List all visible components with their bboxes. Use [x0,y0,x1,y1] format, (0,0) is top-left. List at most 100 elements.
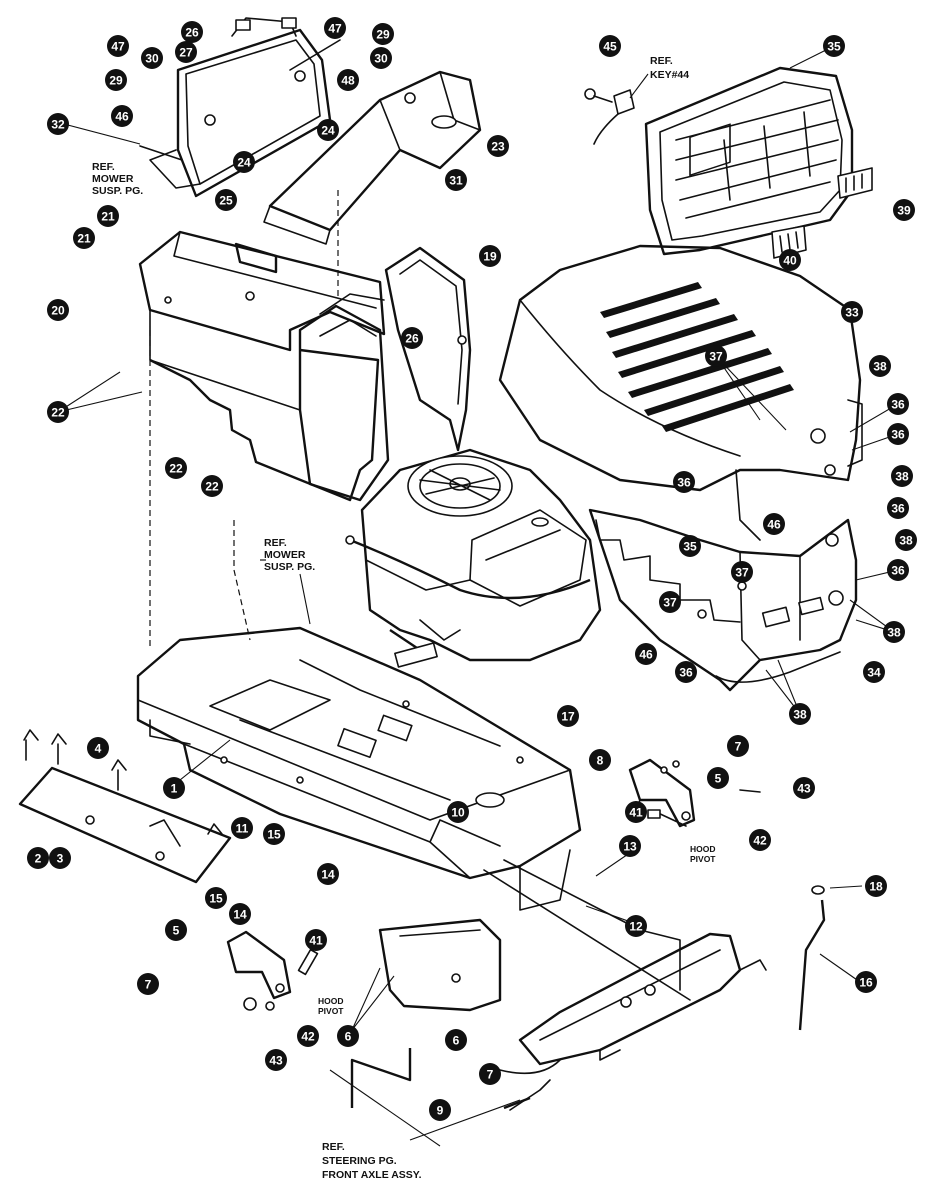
hood [498,244,863,541]
callout-circle [887,423,909,445]
callout-number: 34 [867,666,881,680]
callout-circle [163,777,185,799]
callout-number: 37 [663,596,677,610]
callout-circle [297,1025,319,1047]
callout-31: 31 [445,169,467,191]
callout-number: 14 [321,868,335,882]
callout-number: 1 [171,782,178,796]
note-line: REF. [264,537,287,549]
callout-38: 38 [891,465,913,487]
callout-circle [487,135,509,157]
callout-circle [87,737,109,759]
callout-number: 37 [709,350,723,364]
callout-29: 29 [372,23,394,45]
callout-10: 10 [447,801,469,823]
callout-23: 23 [487,135,509,157]
callout-circle [372,23,394,45]
callout-number: 22 [205,480,219,494]
hood-vents [600,282,794,432]
callout-circle [557,705,579,727]
callout-41: 41 [305,929,327,951]
callout-number: 5 [715,772,722,786]
callout-number: 46 [767,518,781,532]
footrest-plate [18,729,232,884]
front-axle [350,859,826,1111]
callout-number: 27 [179,46,193,60]
callout-number: 17 [561,710,575,724]
callout-circle [181,21,203,43]
grille-nose [584,66,873,259]
callout-number: 36 [891,398,905,412]
callout-number: 10 [451,806,465,820]
callout-number: 32 [51,118,65,132]
callout-5: 5 [165,919,187,941]
callout-number: 12 [629,920,643,934]
callout-29: 29 [105,69,127,91]
callout-circle [731,561,753,583]
callout-26: 26 [181,21,203,43]
callout-43: 43 [793,777,815,799]
callout-number: 36 [677,476,691,490]
callout-circle [895,529,917,551]
callout-number: 41 [309,934,323,948]
callout-number: 47 [111,40,125,54]
callout-number: 20 [51,304,65,318]
callout-number: 18 [869,880,883,894]
callout-circle [883,621,905,643]
callout-43: 43 [265,1049,287,1071]
callout-circle [619,835,641,857]
callout-number: 21 [77,232,91,246]
note-line: STEERING PG. [322,1155,397,1167]
callout-circle [705,345,727,367]
callout-circle [479,1063,501,1085]
callout-number: 14 [233,908,247,922]
callout-circle [305,929,327,951]
note-steering-ref: REF. STEERING PG. FRONT AXLE ASSY. [322,1141,422,1181]
callout-25: 25 [215,189,237,211]
callout-5: 5 [707,767,729,789]
callout-number: 46 [115,110,129,124]
callout-circle [47,113,69,135]
callout-number: 22 [51,406,65,420]
callout-34: 34 [863,661,885,683]
chassis-frame [136,626,582,911]
callout-number: 38 [895,470,909,484]
callout-circle [793,777,815,799]
callout-16: 16 [855,971,877,993]
callout-11: 11 [231,817,253,839]
callout-circle [370,47,392,69]
callout-38: 38 [789,703,811,725]
callout-14: 14 [317,863,339,885]
callout-number: 45 [603,40,617,54]
callout-46: 46 [763,513,785,535]
callout-number: 22 [169,462,183,476]
note-line: KEY#44 [650,69,689,81]
callout-22: 22 [47,401,69,423]
callout-number: 24 [321,124,335,138]
callout-circle [233,151,255,173]
callout-number: 39 [897,204,911,218]
callout-37: 37 [659,591,681,613]
callout-22: 22 [201,475,223,497]
callout-circle [887,559,909,581]
callout-circle [111,105,133,127]
callout-7: 7 [727,735,749,757]
dash-guide-3 [233,520,251,641]
callout-number: 36 [679,666,693,680]
callout-number: 35 [683,540,697,554]
callout-number: 11 [236,822,249,836]
callout-circle [205,887,227,909]
callout-circle [599,35,621,57]
callout-number: 42 [301,1030,315,1044]
callout-number: 36 [891,428,905,442]
callout-21: 21 [97,205,119,227]
callout-circle [47,401,69,423]
callout-number: 23 [491,140,505,154]
callout-number: 26 [185,26,199,40]
callout-38: 38 [883,621,905,643]
callout-number: 8 [597,754,604,768]
callout-circle [141,47,163,69]
note-line: REF. [92,161,115,173]
callout-circle [863,661,885,683]
